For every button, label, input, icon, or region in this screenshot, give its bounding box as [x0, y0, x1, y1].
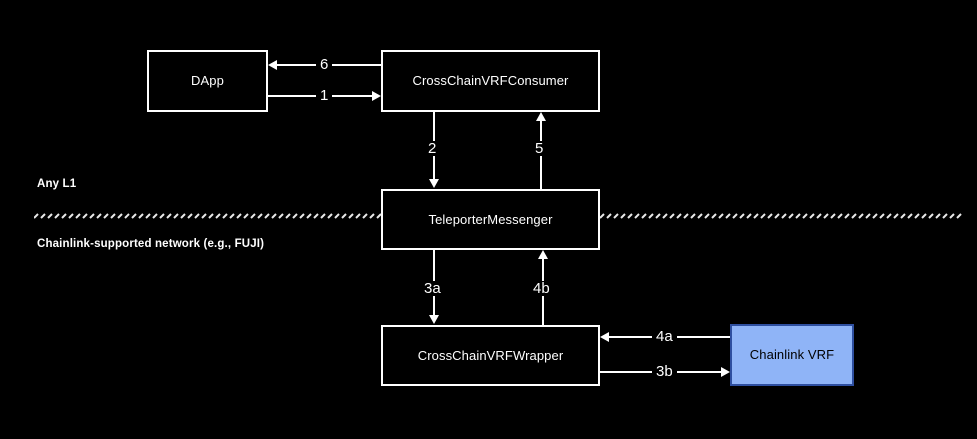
node-teleportermessenger[interactable]: TeleporterMessenger	[381, 189, 600, 250]
edge-4a-arrowhead	[600, 332, 609, 342]
node-chainlink-vrf-label: Chainlink VRF	[749, 347, 835, 363]
node-chainlink-vrf[interactable]: Chainlink VRF	[730, 324, 854, 386]
node-crosschainvrfwrapper[interactable]: CrossChainVRFWrapper	[381, 325, 600, 386]
edge-label-3b: 3b	[652, 364, 677, 379]
network-separator-right	[600, 211, 965, 221]
node-teleportermessenger-label: TeleporterMessenger	[428, 211, 553, 227]
edge-label-6: 6	[316, 57, 333, 72]
edge-label-4a: 4a	[652, 329, 677, 344]
edge-label-1: 1	[316, 88, 333, 103]
edge-2-arrowhead	[429, 179, 439, 188]
edge-3a-arrowhead	[429, 315, 439, 324]
zone-label-chainlink-network: Chainlink-supported network (e.g., FUJI)	[37, 238, 265, 250]
edge-6-arrowhead	[268, 60, 277, 70]
edge-5-arrowhead	[536, 112, 546, 121]
edge-label-4b: 4b	[529, 281, 554, 296]
edge-label-3a: 3a	[420, 281, 445, 296]
network-separator-left	[34, 211, 382, 221]
node-crosschainvrfconsumer-label: CrossChainVRFConsumer	[412, 73, 569, 89]
edge-label-2: 2	[424, 141, 441, 156]
node-dapp-label: DApp	[191, 73, 224, 89]
edge-4b-arrowhead	[538, 250, 548, 259]
node-crosschainvrfwrapper-label: CrossChainVRFWrapper	[417, 347, 564, 363]
node-dapp[interactable]: DApp	[147, 50, 268, 112]
node-crosschainvrfconsumer[interactable]: CrossChainVRFConsumer	[381, 50, 600, 112]
edge-label-5: 5	[531, 141, 548, 156]
zone-label-any-l1: Any L1	[37, 178, 77, 190]
edge-1-arrowhead	[372, 91, 381, 101]
edge-3b-arrowhead	[721, 367, 730, 377]
